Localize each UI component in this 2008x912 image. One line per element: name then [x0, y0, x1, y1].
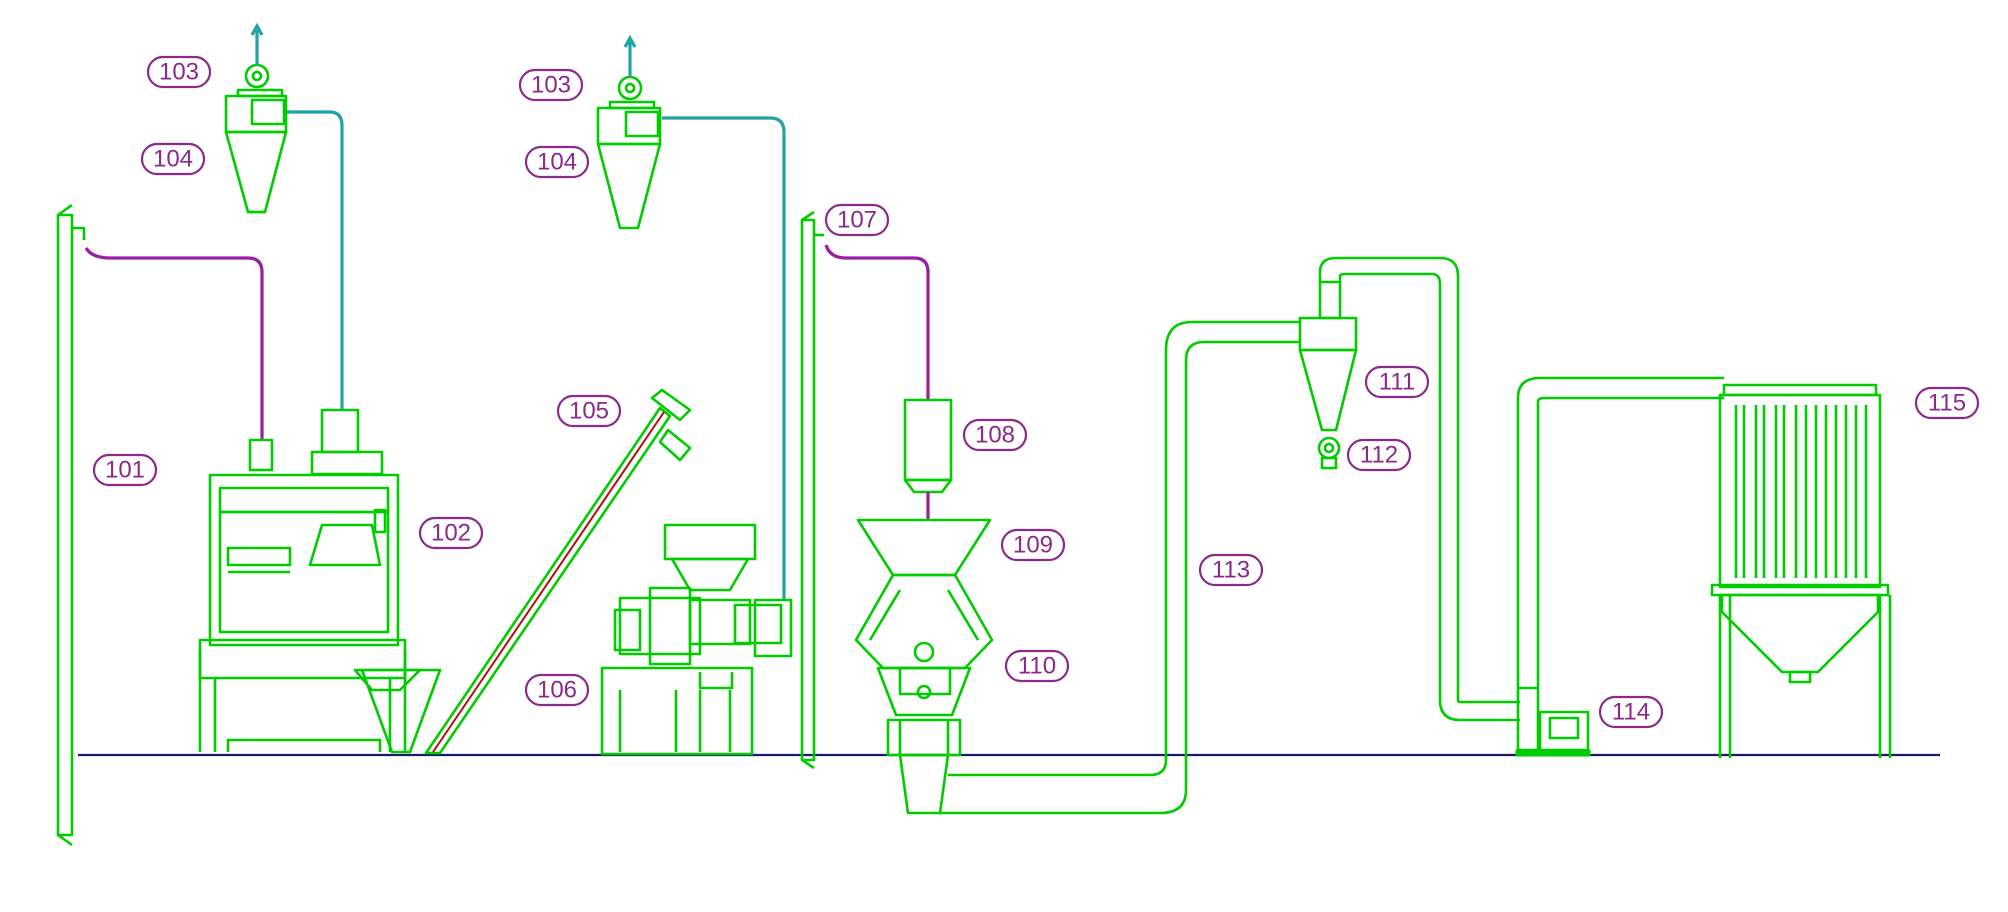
tag-103b: 103 — [518, 68, 584, 102]
svg-text:111: 111 — [1379, 369, 1415, 396]
fan-cyclone-103b-104b — [596, 34, 662, 230]
tag-108: 108 — [962, 418, 1028, 452]
bin-108 — [903, 398, 953, 520]
rotary-valve-112 — [1317, 436, 1341, 470]
screw-conveyor-105 — [360, 388, 692, 755]
bag-filter-115 — [1516, 376, 1892, 758]
svg-text:109: 109 — [1013, 532, 1053, 559]
tag-107: 107 — [824, 203, 890, 237]
fan-cyclone-103a-104a — [224, 22, 288, 214]
svg-text:108: 108 — [975, 422, 1015, 449]
duct-107-108 — [824, 244, 930, 400]
svg-text:107: 107 — [837, 207, 877, 234]
bucket-elevator-101 — [56, 203, 86, 847]
tag-110: 110 — [1004, 649, 1070, 683]
svg-text:104: 104 — [153, 146, 193, 173]
svg-text:110: 110 — [1018, 653, 1056, 680]
tag-114: 114 — [1598, 695, 1664, 729]
duct-104a-102 — [286, 110, 344, 410]
fan-114 — [1438, 686, 1591, 757]
svg-text:105: 105 — [569, 398, 609, 425]
svg-text:103: 103 — [159, 59, 199, 86]
tag-105: 105 — [556, 394, 622, 428]
granulator-109-110 — [854, 518, 994, 815]
tag-104b: 104 — [524, 145, 590, 179]
tag-103a: 103 — [146, 55, 212, 89]
tag-102: 102 — [418, 516, 484, 550]
duct-101-102 — [84, 247, 264, 440]
extruder-106 — [600, 523, 793, 756]
tag-109: 109 — [1000, 528, 1066, 562]
svg-text:112: 112 — [1360, 442, 1398, 469]
svg-text:103: 103 — [531, 72, 571, 99]
svg-text:115: 115 — [1928, 390, 1966, 417]
tag-106: 106 — [524, 673, 590, 707]
tag-112: 112 — [1346, 438, 1412, 472]
cyclone-111 — [1298, 256, 1460, 700]
bucket-elevator-107 — [800, 210, 824, 770]
tag-111: 111 — [1364, 365, 1430, 399]
svg-text:104: 104 — [537, 149, 577, 176]
cleaning-machine-102 — [198, 408, 422, 752]
svg-text:106: 106 — [537, 677, 577, 704]
svg-text:113: 113 — [1212, 557, 1250, 584]
tag-104a: 104 — [140, 142, 206, 176]
duct-104b-extruder — [662, 116, 786, 600]
svg-text:114: 114 — [1612, 699, 1650, 726]
tag-101: 101 — [92, 453, 158, 487]
tag-115: 115 — [1914, 386, 1980, 420]
svg-text:102: 102 — [431, 520, 471, 547]
tag-113: 113 — [1198, 553, 1264, 587]
pneumatic-pipe-113 — [940, 320, 1300, 815]
svg-text:101: 101 — [105, 457, 145, 484]
